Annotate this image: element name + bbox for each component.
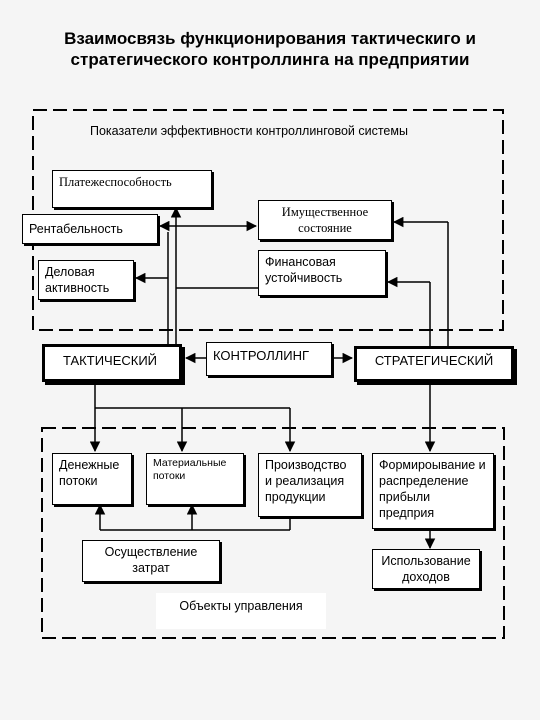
title-line-2: стратегического контроллинга на предприя… — [70, 50, 470, 69]
financial-stability-box: Финансовая устойчивость — [258, 250, 386, 296]
business-activity-box: Деловая активность — [38, 260, 134, 300]
material-flows-box: Материальные потоки — [146, 453, 244, 505]
production-box: Производство и реализация продукции — [258, 453, 362, 517]
diagram-title: Взаимосвязь функционирования тактическиг… — [20, 28, 520, 70]
top-panel-label: Показатели эффективности контроллинговой… — [90, 124, 408, 138]
profit-formation-box: Формироывание и распределение прибыли пр… — [372, 453, 494, 529]
objects-panel — [41, 427, 505, 639]
title-line-1: Взаимосвязь функционирования тактическиг… — [64, 29, 476, 48]
income-use-box: Использование доходов — [372, 549, 480, 589]
costs-box: Осуществление затрат — [82, 540, 220, 582]
property-state-box: Имущественное состояние — [258, 200, 392, 240]
solvency-box: Платежеспособность — [52, 170, 212, 208]
money-flows-box: Денежные потоки — [52, 453, 132, 505]
strategic-box: СТРАТЕГИЧЕСКИЙ — [354, 346, 514, 382]
objects-label: Объекты управления — [156, 593, 326, 629]
controlling-box: КОНТРОЛЛИНГ — [206, 342, 332, 376]
tactical-box: ТАКТИЧЕСКИЙ — [42, 344, 182, 382]
profitability-box: Рентабельность — [22, 214, 158, 244]
